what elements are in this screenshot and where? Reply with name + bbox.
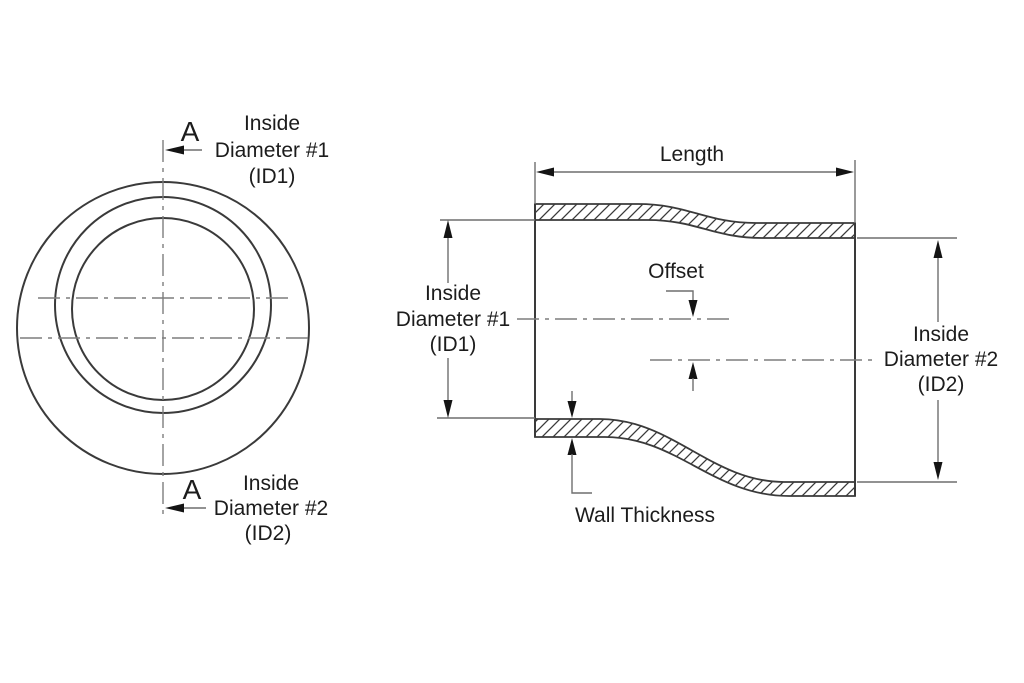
section-marker-bottom: A Inside Diameter #2 (ID2) bbox=[165, 472, 328, 545]
offset-label: Offset bbox=[648, 260, 704, 283]
arrowhead-up-icon bbox=[688, 362, 698, 379]
id2-end-label-line-3: (ID2) bbox=[245, 522, 292, 545]
leader-elbow bbox=[571, 454, 592, 494]
length-dimension: Length bbox=[534, 143, 856, 223]
length-label: Length bbox=[660, 143, 724, 166]
arrowhead-up-icon bbox=[443, 220, 453, 238]
id2-side-label-line-1: Inside bbox=[913, 323, 969, 346]
top-wall-section bbox=[534, 203, 856, 239]
arrowhead-left-icon bbox=[165, 145, 184, 155]
id1-side-label-line-3: (ID1) bbox=[430, 333, 477, 356]
id1-side-label-line-1: Inside bbox=[425, 282, 481, 305]
bottom-wall-section bbox=[534, 418, 856, 497]
id1-end-label-line-3: (ID1) bbox=[249, 165, 296, 188]
end-view: A Inside Diameter #1 (ID1) A Inside Diam… bbox=[16, 112, 329, 545]
id1-dimension: Inside Diameter #1 (ID1) bbox=[396, 219, 535, 419]
arrowhead-up-icon bbox=[933, 240, 943, 258]
id2-end-label: Inside Diameter #2 (ID2) bbox=[214, 472, 328, 545]
wall-thickness-dimension: Wall Thickness bbox=[567, 391, 715, 527]
id2-side-label-line-3: (ID2) bbox=[918, 373, 965, 396]
id1-side-label-line-2: Diameter #1 bbox=[396, 308, 510, 331]
id2-side-label: Inside Diameter #2 (ID2) bbox=[884, 323, 998, 396]
leader-elbow bbox=[666, 290, 694, 303]
arrowhead-right-icon bbox=[836, 167, 854, 177]
section-marker-top: A Inside Diameter #1 (ID1) bbox=[165, 112, 329, 188]
id2-end-label-line-2: Diameter #2 bbox=[214, 497, 328, 520]
wall-thickness-label: Wall Thickness bbox=[575, 504, 715, 527]
id1-end-label: Inside Diameter #1 (ID1) bbox=[215, 112, 329, 188]
id1-side-label: Inside Diameter #1 (ID1) bbox=[396, 282, 510, 356]
arrowhead-down-icon bbox=[443, 400, 453, 418]
id1-end-label-line-1: Inside bbox=[244, 112, 300, 135]
id2-dimension: Inside Diameter #2 (ID2) bbox=[857, 237, 998, 483]
id1-end-label-line-2: Diameter #1 bbox=[215, 139, 329, 162]
section-letter-bottom: A bbox=[183, 474, 202, 505]
section-letter-top: A bbox=[181, 116, 200, 147]
arrowhead-left-icon bbox=[536, 167, 554, 177]
arrowhead-down-icon bbox=[567, 401, 577, 418]
id2-end-label-line-1: Inside bbox=[243, 472, 299, 495]
id2-side-label-line-2: Diameter #2 bbox=[884, 348, 998, 371]
offset-dimension: Offset bbox=[648, 260, 704, 391]
arrowhead-down-icon bbox=[933, 462, 943, 480]
arrowhead-up-icon bbox=[567, 438, 577, 455]
arrowhead-left-icon bbox=[165, 503, 184, 513]
side-section-view: Length Inside Diameter #1 (ID1) bbox=[396, 143, 998, 527]
arrowhead-down-icon bbox=[688, 300, 698, 317]
